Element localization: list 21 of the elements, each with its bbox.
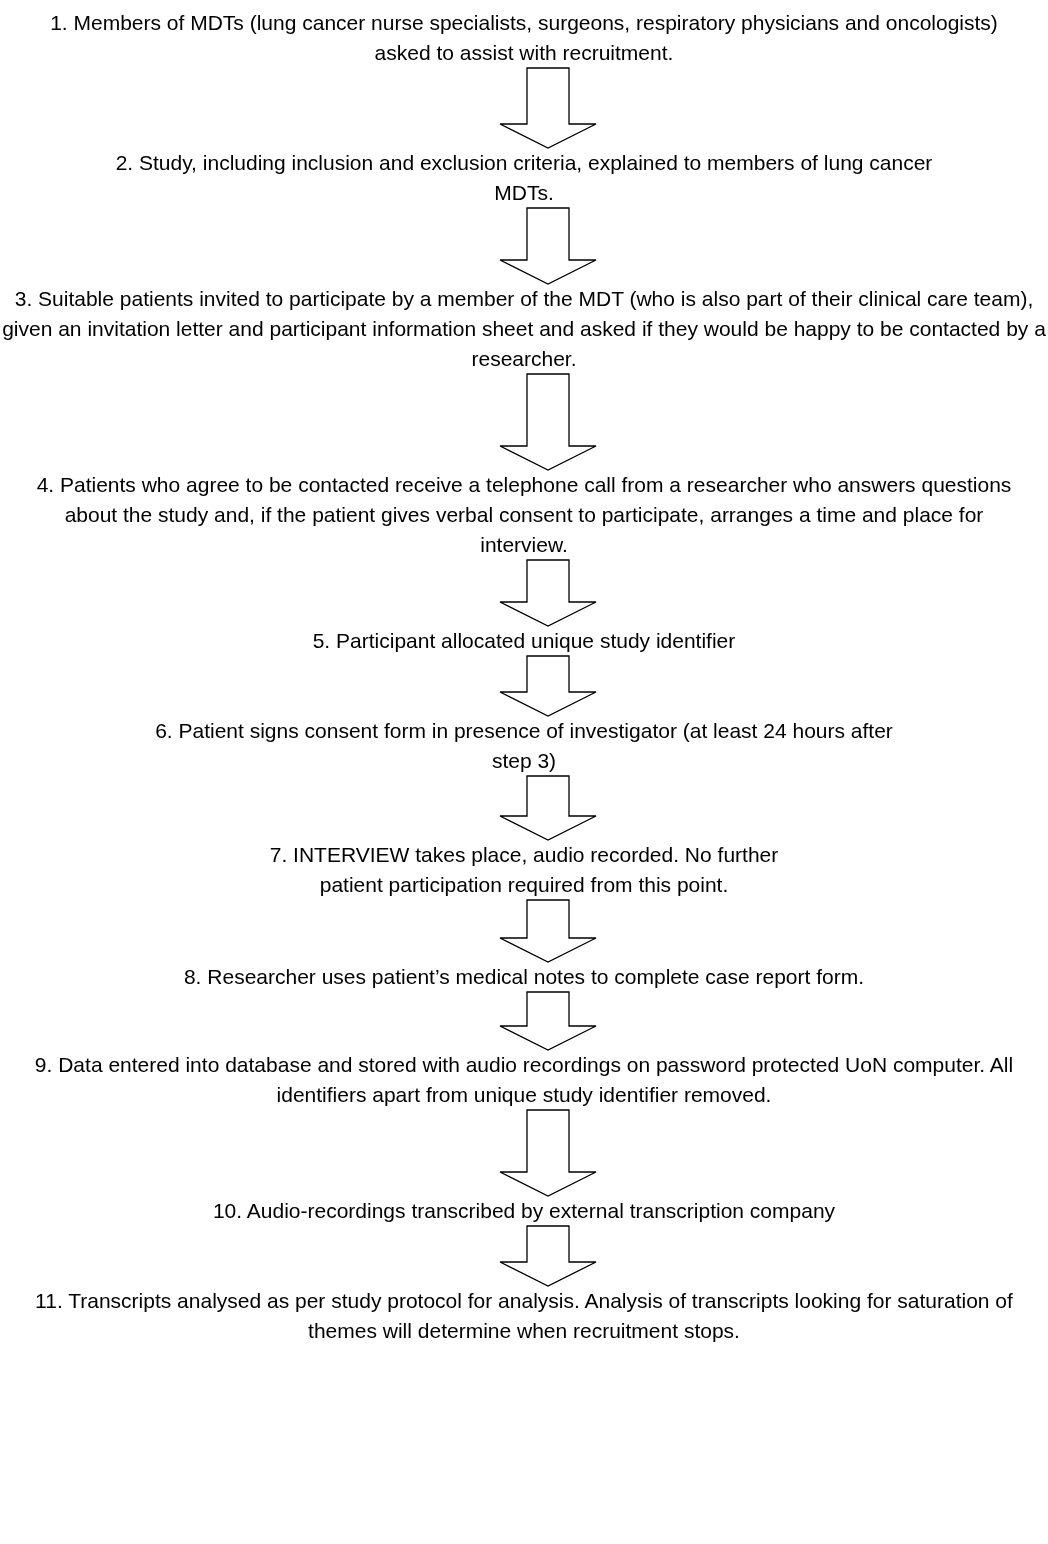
block-arrow xyxy=(499,655,597,717)
block-arrow xyxy=(499,1225,597,1287)
step-text: 9. Data entered into database and stored with audio recordings on password protected UoN computer. All identifiers apart from unique study identifier removed. xyxy=(33,1052,1015,1108)
block-arrow xyxy=(499,899,597,963)
step-text: 1. Members of MDTs (lung cancer nurse specialists, surgeons, respiratory physicians and oncologists) asked to assist with recruitment. xyxy=(49,10,999,66)
block-arrow xyxy=(499,373,597,471)
step-text: 5. Participant allocated unique study identifier xyxy=(311,628,737,654)
block-arrow xyxy=(499,207,597,285)
block-arrow xyxy=(499,775,597,841)
step-text: 10. Audio-recordings transcribed by external transcription company xyxy=(211,1198,837,1224)
step-text: 6. Patient signs consent form in presence of investigator (at least 24 hours after step 3) xyxy=(154,718,894,774)
block-arrow xyxy=(499,559,597,627)
step-text: 7. INTERVIEW takes place, audio recorded. No further patient participation required from this point. xyxy=(268,842,780,898)
step-text: 2. Study, including inclusion and exclusion criteria, explained to members of lung cancer MDTs. xyxy=(114,150,934,206)
step-text: 8. Researcher uses patient’s medical notes to complete case report form. xyxy=(182,964,866,990)
step-text: 11. Transcripts analysed as per study protocol for analysis. Analysis of transcripts looking for saturation of themes will determine when recruitment stops. xyxy=(34,1288,1014,1344)
block-arrow xyxy=(499,991,597,1051)
block-arrow xyxy=(499,1109,597,1197)
step-text: 3. Suitable patients invited to participate by a member of the MDT (who is also part of their clinical care team), given an invitation letter and participant information sheet and asked if they would be happy to be contacted by a researcher. xyxy=(2,286,1046,372)
step-text: 4. Patients who agree to be contacted receive a telephone call from a researcher who answers questions about the study and, if the patient gives verbal consent to participate, arranges a time and place for interview. xyxy=(35,472,1013,558)
block-arrow xyxy=(499,67,597,149)
